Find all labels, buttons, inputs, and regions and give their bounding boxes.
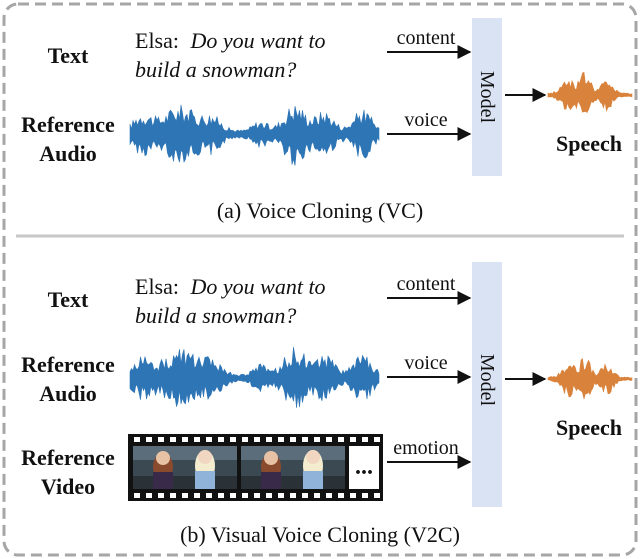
reference-audio-label-line1: Reference: [21, 352, 115, 377]
filmstrip-sprockets: [134, 437, 380, 498]
sprocket-hole: [266, 437, 272, 442]
sprocket-hole: [242, 493, 248, 498]
reference-audio-label-line2: Audio: [39, 141, 96, 166]
reference-audio-waveform: [129, 104, 380, 166]
script-text-line-2: build a snowman?: [135, 57, 296, 82]
sprocket-hole: [278, 493, 284, 498]
reference-video-label-line1: Reference: [21, 445, 115, 470]
speech-label: Speech: [556, 131, 622, 156]
script-text-line-2: build a snowman?: [135, 303, 296, 328]
sprocket-hole: [218, 493, 224, 498]
sprocket-hole: [206, 493, 212, 498]
sprocket-hole: [206, 437, 212, 442]
content-arrow-label: content: [397, 27, 456, 49]
panel-a: Text Reference Audio Elsa: Do you want t…: [21, 18, 633, 223]
script-text-line-1: Do you want to: [190, 274, 326, 299]
sprocket-hole: [302, 493, 308, 498]
filmstrip-blank-frame: [349, 446, 379, 489]
panel-b: Text Reference Audio Reference Video Els…: [21, 262, 633, 547]
sprocket-hole: [254, 493, 260, 498]
sprocket-hole: [362, 493, 368, 498]
sprocket-hole: [146, 437, 152, 442]
speech-waveform: [547, 357, 633, 400]
sprocket-hole: [374, 437, 380, 442]
sprocket-hole: [314, 493, 320, 498]
sprocket-hole: [350, 437, 356, 442]
sprocket-hole: [134, 437, 140, 442]
sprocket-hole: [182, 493, 188, 498]
sprocket-hole: [302, 437, 308, 442]
sprocket-hole: [182, 437, 188, 442]
sprocket-hole: [338, 493, 344, 498]
sprocket-hole: [350, 493, 356, 498]
reference-video-filmstrip: ...: [128, 434, 383, 501]
sprocket-hole: [170, 437, 176, 442]
sprocket-hole: [146, 493, 152, 498]
reference-audio-label-line1: Reference: [21, 112, 115, 137]
text-label: Text: [48, 43, 89, 68]
reference-audio-waveform: [129, 347, 380, 408]
sprocket-hole: [158, 437, 164, 442]
sprocket-hole: [338, 437, 344, 442]
script-text-line-1: Do you want to: [190, 28, 326, 53]
sprocket-hole: [374, 493, 380, 498]
sprocket-hole: [278, 437, 284, 442]
caption-b: (b) Visual Voice Cloning (V2C): [180, 522, 460, 547]
caption-a: (a) Voice Cloning (VC): [217, 198, 423, 223]
filmstrip-ellipsis: ...: [355, 454, 373, 480]
reference-audio-label-line2: Audio: [39, 381, 96, 406]
script-speaker: Elsa:: [135, 28, 179, 53]
sprocket-hole: [362, 437, 368, 442]
video-frame-1: [133, 446, 237, 489]
sprocket-hole: [194, 437, 200, 442]
sprocket-hole: [230, 437, 236, 442]
content-arrow-label: content: [397, 273, 456, 295]
sprocket-hole: [242, 437, 248, 442]
voice-arrow-label: voice: [404, 352, 447, 374]
sprocket-hole: [218, 437, 224, 442]
video-frame-2: [241, 446, 345, 489]
model-box: [472, 18, 502, 176]
model-box: [472, 262, 502, 507]
sprocket-hole: [170, 493, 176, 498]
sprocket-hole: [194, 493, 200, 498]
sprocket-hole: [266, 493, 272, 498]
emotion-arrow-label: emotion: [393, 437, 459, 459]
reference-video-label-line2: Video: [41, 474, 95, 499]
model-label: Model: [476, 71, 498, 124]
sprocket-hole: [290, 493, 296, 498]
voice-arrow-label: voice: [404, 109, 447, 131]
script-line-1: Elsa: Do you want to: [135, 28, 326, 53]
sprocket-hole: [290, 437, 296, 442]
sprocket-hole: [326, 493, 332, 498]
sprocket-hole: [326, 437, 332, 442]
speech-waveform: [547, 71, 633, 113]
speech-label: Speech: [556, 415, 622, 440]
sprocket-hole: [314, 437, 320, 442]
sprocket-hole: [254, 437, 260, 442]
script-speaker: Elsa:: [135, 274, 179, 299]
text-label: Text: [48, 287, 89, 312]
script-line-1: Elsa: Do you want to: [135, 274, 326, 299]
model-label: Model: [476, 354, 498, 407]
sprocket-hole: [230, 493, 236, 498]
sprocket-hole: [134, 493, 140, 498]
sprocket-hole: [158, 493, 164, 498]
